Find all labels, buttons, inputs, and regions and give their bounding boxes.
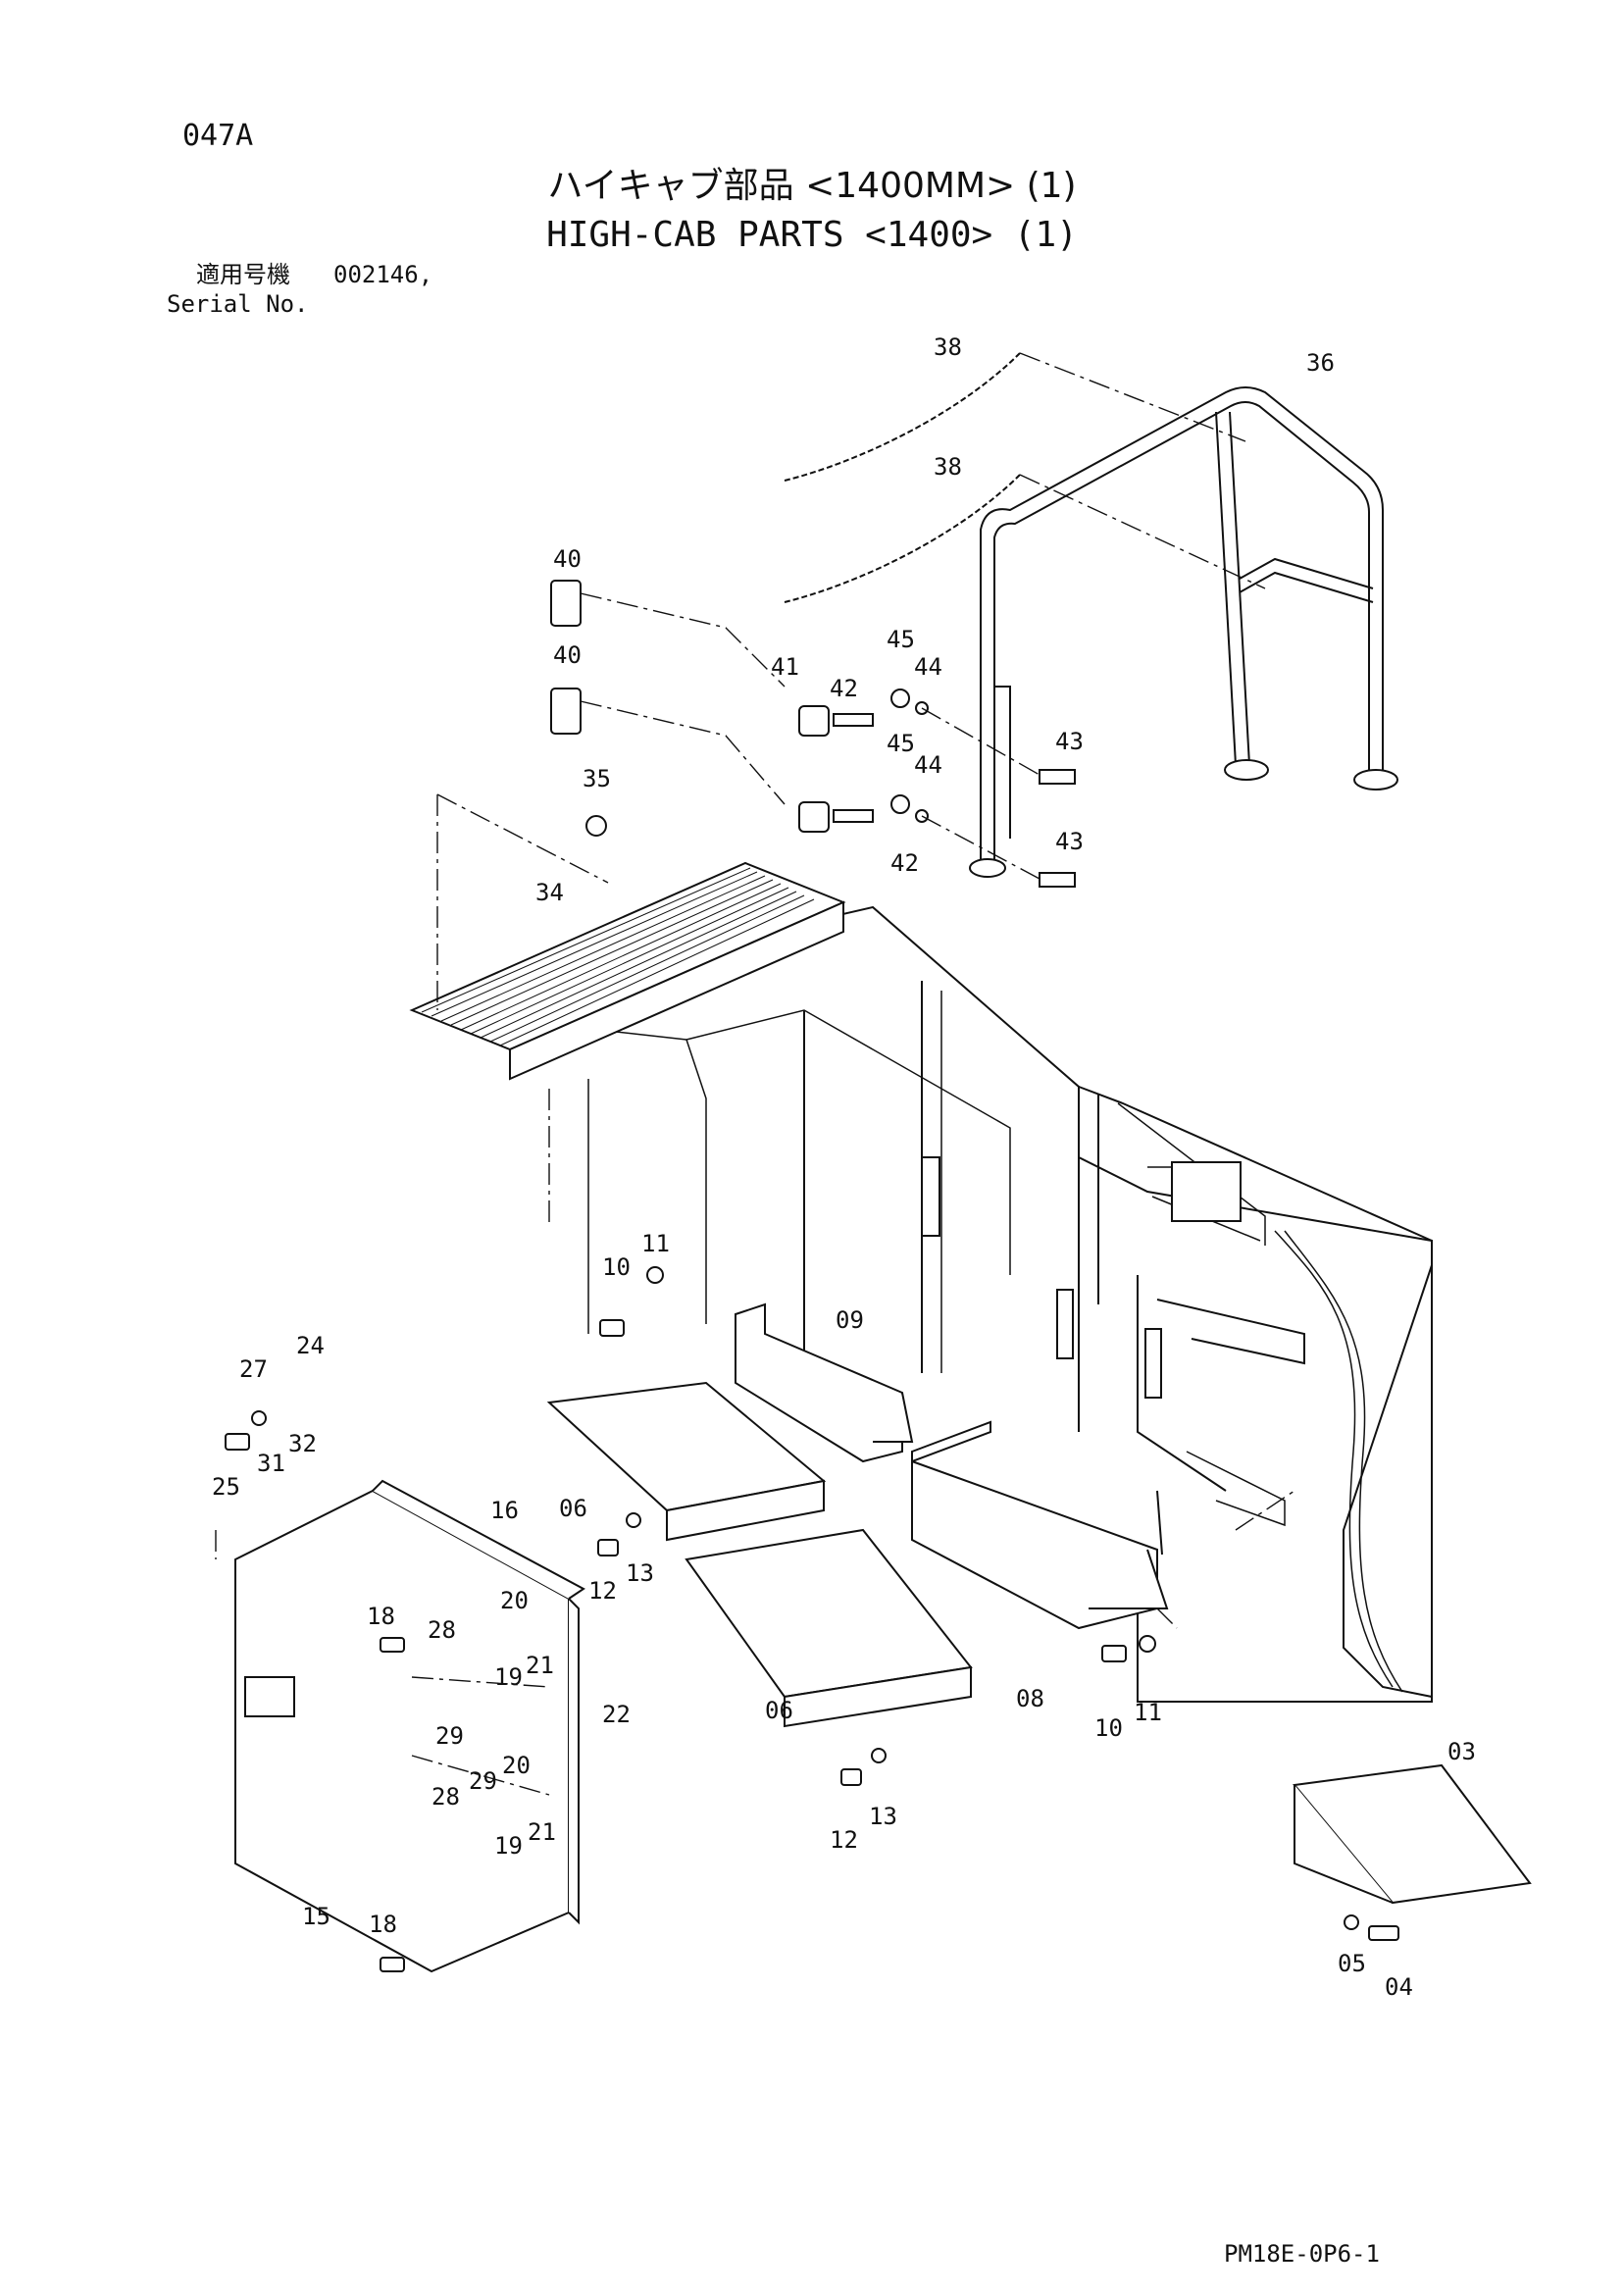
callout-15: 15 bbox=[302, 1903, 330, 1930]
callout-27: 27 bbox=[239, 1355, 268, 1383]
callout-11-lower: 11 bbox=[1134, 1699, 1162, 1726]
serial-label-english: Serial No. bbox=[167, 290, 309, 318]
callout-20-lower: 20 bbox=[502, 1752, 531, 1779]
callout-13-lower: 13 bbox=[869, 1803, 897, 1830]
callout-44-upper: 44 bbox=[914, 653, 942, 681]
callout-40-upper: 40 bbox=[553, 545, 582, 573]
callout-08: 08 bbox=[1016, 1685, 1044, 1712]
main-frame bbox=[509, 905, 1433, 1703]
serial-label-japanese: 適用号機 bbox=[196, 261, 290, 288]
callout-13-upper: 13 bbox=[626, 1559, 654, 1587]
callout-12-upper: 12 bbox=[588, 1577, 617, 1605]
callout-11-upper: 11 bbox=[641, 1230, 670, 1257]
callout-06-lower: 06 bbox=[765, 1697, 793, 1724]
callout-12-lower: 12 bbox=[830, 1826, 858, 1854]
callout-38-lower: 38 bbox=[934, 453, 962, 481]
callout-31: 31 bbox=[257, 1450, 285, 1477]
callout-29-upper: 29 bbox=[435, 1722, 464, 1750]
handrail bbox=[969, 386, 1398, 878]
callout-43-upper: 43 bbox=[1055, 728, 1084, 755]
callout-16: 16 bbox=[490, 1497, 519, 1524]
callout-35: 35 bbox=[583, 765, 611, 792]
document-code: PM18E-0P6-1 bbox=[1224, 2240, 1380, 2268]
callout-25: 25 bbox=[212, 1473, 240, 1501]
title-english: HIGH-CAB PARTS <1400> (1) bbox=[546, 215, 1078, 255]
brackets bbox=[550, 580, 1076, 888]
title-japanese: ハイキャブ部品 <1400MM> (1) bbox=[547, 166, 1077, 206]
callout-42-lower: 42 bbox=[890, 849, 919, 877]
callout-38-upper: 38 bbox=[934, 333, 962, 361]
perforated-steps bbox=[546, 1381, 1532, 1905]
callout-10-lower: 10 bbox=[1094, 1714, 1123, 1742]
callout-18-lower: 18 bbox=[369, 1911, 397, 1938]
callout-32: 32 bbox=[288, 1430, 317, 1457]
callout-42-upper: 42 bbox=[830, 675, 858, 702]
callout-19-upper: 19 bbox=[494, 1663, 523, 1691]
grating-step bbox=[409, 793, 846, 1226]
chains bbox=[784, 352, 1266, 603]
callout-19-lower: 19 bbox=[494, 1832, 523, 1860]
callout-45-lower: 45 bbox=[887, 730, 915, 757]
callout-22: 22 bbox=[602, 1701, 631, 1728]
callout-43-lower: 43 bbox=[1055, 828, 1084, 855]
callout-21-lower: 21 bbox=[528, 1818, 556, 1846]
callout-09: 09 bbox=[836, 1306, 864, 1334]
page-code: 047A bbox=[182, 119, 254, 153]
callout-45-upper: 45 bbox=[887, 626, 915, 653]
step-supports bbox=[735, 1302, 1295, 1630]
callout-05: 05 bbox=[1338, 1950, 1366, 1977]
callout-40-lower: 40 bbox=[553, 641, 582, 669]
callout-28-lower: 28 bbox=[431, 1783, 460, 1811]
callout-21-upper: 21 bbox=[526, 1652, 554, 1679]
callout-20-upper: 20 bbox=[500, 1587, 529, 1614]
callout-34: 34 bbox=[535, 879, 564, 906]
hardware-markers bbox=[225, 1266, 1399, 1972]
callout-44-lower: 44 bbox=[914, 751, 942, 779]
door-box bbox=[215, 1479, 585, 1973]
callout-36: 36 bbox=[1306, 349, 1335, 377]
callout-03: 03 bbox=[1447, 1738, 1476, 1765]
callout-28-upper: 28 bbox=[428, 1616, 456, 1644]
callout-06-upper: 06 bbox=[559, 1495, 587, 1522]
callout-41: 41 bbox=[771, 653, 799, 681]
callout-24: 24 bbox=[296, 1332, 325, 1359]
serial-number-value: 002146, bbox=[333, 261, 433, 288]
callout-labels: 38 38 36 40 40 41 42 45 44 45 44 43 43 4… bbox=[212, 333, 1476, 2001]
callout-18-upper: 18 bbox=[367, 1603, 395, 1630]
callout-10-upper: 10 bbox=[602, 1253, 631, 1281]
callout-04: 04 bbox=[1385, 1973, 1413, 2001]
callout-29-lower: 29 bbox=[469, 1767, 497, 1795]
